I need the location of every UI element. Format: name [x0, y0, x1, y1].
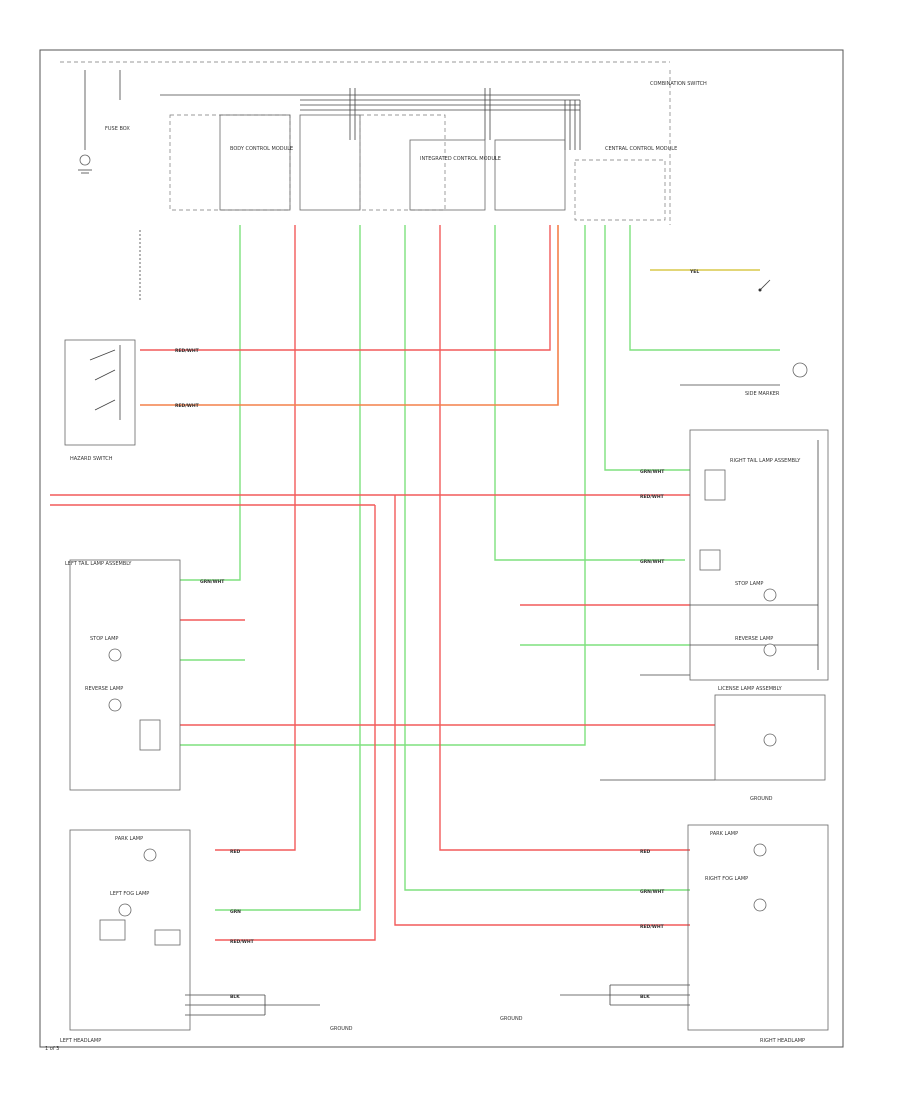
- left-tail-lamp-box: [69, 559, 181, 791]
- tag-blk-2: BLK: [230, 994, 240, 1000]
- left-reverse-label: REVERSE LAMP: [85, 686, 123, 692]
- body-control-module-box: [169, 114, 291, 211]
- tag-grn-2: GRN: [230, 909, 241, 915]
- module-section-2: [299, 114, 361, 211]
- side-marker-lamp: [792, 362, 808, 378]
- green-wires: [180, 225, 780, 911]
- left-park-lamp: [143, 848, 157, 862]
- ground-symbol-top: [78, 154, 92, 174]
- body-control-label: BODY CONTROL MODULE: [230, 146, 293, 152]
- tag-blk-1: BLK: [640, 994, 650, 1000]
- tag-red-4: RED/WHT: [230, 939, 255, 945]
- module-boxes: [169, 114, 666, 221]
- left-headlamp-label: LEFT HEADLAMP: [60, 1038, 101, 1044]
- hazard-switch-label: HAZARD SWITCH: [70, 456, 113, 462]
- black-wires: [185, 384, 780, 1016]
- tag-grn-1: GRN/WHT: [200, 579, 225, 585]
- left-stop-lamp: [108, 648, 122, 662]
- hazard-switch-contacts: [89, 345, 121, 420]
- left-low-beam: [99, 919, 126, 941]
- tag-grn-5: GRN/WHT: [640, 889, 665, 895]
- tag-red-1: RED/WHT: [175, 348, 200, 354]
- tag-red-7: RED/WHT: [640, 924, 665, 930]
- right-reverse-label: REVERSE LAMP: [735, 636, 773, 642]
- ground-label-right: GROUND: [500, 1016, 523, 1022]
- combination-switch-label: COMBINATION SWITCH: [650, 81, 707, 87]
- module-section-4: [494, 139, 566, 211]
- hazard-switch-box: [64, 339, 136, 446]
- right-fog-label: RIGHT FOG LAMP: [705, 876, 748, 882]
- integrated-control-label: INTEGRATED CONTROL MODULE: [420, 156, 501, 162]
- right-park-label: PARK LAMP: [710, 831, 738, 837]
- left-high-beam: [154, 929, 181, 946]
- red-wires: [50, 225, 715, 941]
- right-tail-lamp-box: [689, 429, 829, 681]
- license-lamp-box: [714, 694, 826, 781]
- tag-red-3: RED: [230, 849, 241, 855]
- left-tail-lamp-label: LEFT TAIL LAMP ASSEMBLY: [65, 561, 132, 567]
- left-fog-lamp: [118, 903, 132, 917]
- right-stop-lamp: [763, 588, 777, 602]
- right-headlamp-label: RIGHT HEADLAMP: [760, 1038, 805, 1044]
- side-marker-label: SIDE MARKER: [745, 391, 780, 397]
- integrated-control-box: [359, 114, 446, 211]
- right-reverse-lamp: [763, 643, 777, 657]
- tag-grn-3: GRN/WHT: [640, 469, 665, 475]
- license-lamp-bulb: [763, 733, 777, 747]
- module-section-1: [219, 114, 291, 211]
- top-bus: [60, 61, 671, 225]
- right-fog-lamp: [753, 898, 767, 912]
- switch-contact: [758, 279, 771, 292]
- left-reverse-lamp: [108, 698, 122, 712]
- left-park-label: PARK LAMP: [115, 836, 143, 842]
- tag-yel-1: YEL: [689, 269, 699, 275]
- right-headlamp-box: [687, 824, 829, 1031]
- ground-label-license: GROUND: [750, 796, 773, 802]
- right-stop-label: STOP LAMP: [735, 581, 763, 587]
- wire-tags: RED/WHT RED/WHT GRN/WHT RED GRN RED/WHT …: [175, 269, 699, 1000]
- page-number: 1 of 3: [45, 1046, 59, 1052]
- left-turn-lamp-bulb: [139, 719, 161, 751]
- diagram-frame: [39, 49, 844, 1048]
- left-stop-label: STOP LAMP: [90, 636, 118, 642]
- tag-red-5: RED/WHT: [640, 494, 665, 500]
- right-park-lamp: [753, 843, 767, 857]
- orange-wires: [140, 225, 559, 406]
- tag-red-6: RED: [640, 849, 651, 855]
- fuse-box-label: FUSE BOX: [105, 126, 130, 132]
- right-tail-lamp-label: RIGHT TAIL LAMP ASSEMBLY: [730, 458, 801, 464]
- left-fog-label: LEFT FOG LAMP: [110, 891, 149, 897]
- module-section-3: [409, 139, 486, 211]
- central-control-label: CENTRAL CONTROL MODULE: [605, 146, 677, 152]
- tag-red-2: RED/WHT: [175, 403, 200, 409]
- tag-grn-4: GRN/WHT: [640, 559, 665, 565]
- license-lamp-label: LICENSE LAMP ASSEMBLY: [718, 686, 783, 692]
- right-side-marker: [699, 549, 721, 571]
- ground-label-left: GROUND: [330, 1026, 353, 1032]
- right-turn-lamp-bulb: [704, 469, 726, 501]
- left-headlamp-box: [69, 829, 191, 1031]
- central-control-box: [574, 159, 666, 221]
